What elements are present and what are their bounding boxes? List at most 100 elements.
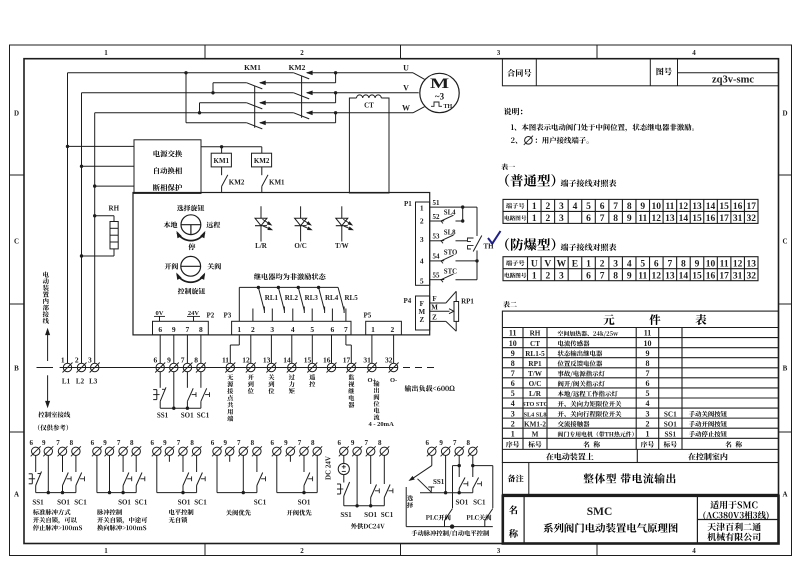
svg-text:7: 7	[667, 259, 672, 269]
svg-text:5: 5	[310, 325, 314, 334]
svg-text:3: 3	[270, 325, 274, 334]
svg-text:7: 7	[186, 325, 190, 334]
svg-text:SS1: SS1	[32, 499, 44, 507]
svg-text:31: 31	[363, 355, 371, 364]
svg-text:12: 12	[652, 214, 662, 224]
svg-text:8: 8	[70, 439, 74, 447]
svg-text:STO: STO	[444, 250, 457, 257]
svg-text:RL3: RL3	[305, 294, 319, 302]
svg-text:13: 13	[692, 202, 702, 212]
svg-text:9: 9	[627, 214, 632, 224]
svg-text:0V: 0V	[156, 310, 164, 317]
svg-text:5: 5	[586, 202, 591, 212]
svg-text:RP1: RP1	[461, 298, 474, 306]
svg-text:L3: L3	[89, 377, 98, 385]
svg-text:SS1: SS1	[157, 411, 169, 419]
svg-text:RL5: RL5	[344, 294, 358, 302]
svg-text:SC1: SC1	[664, 410, 677, 418]
svg-text:2: 2	[545, 202, 550, 212]
svg-text:1: 1	[371, 325, 375, 334]
svg-text:2: 2	[511, 419, 515, 428]
svg-text:KM2: KM2	[229, 179, 245, 187]
svg-text:1: 1	[511, 429, 515, 438]
svg-text:O/C: O/C	[529, 380, 542, 388]
svg-text:16: 16	[706, 271, 716, 281]
svg-text:O+: O+	[368, 377, 377, 384]
svg-text:9: 9	[42, 439, 46, 447]
svg-text:M: M	[418, 308, 425, 316]
svg-text:3: 3	[559, 202, 564, 212]
svg-text:9: 9	[351, 439, 355, 447]
svg-text:32: 32	[746, 271, 756, 281]
svg-text:9: 9	[511, 349, 515, 358]
svg-text:54: 54	[433, 253, 441, 261]
svg-text:RH: RH	[530, 330, 541, 338]
svg-text:7: 7	[646, 369, 650, 378]
svg-text:3: 3	[88, 355, 92, 364]
svg-text:6: 6	[151, 439, 155, 447]
svg-text:M: M	[532, 430, 539, 438]
svg-text:3: 3	[646, 409, 650, 418]
svg-text:9: 9	[646, 349, 650, 358]
svg-text:9: 9	[627, 271, 632, 281]
svg-text:9: 9	[284, 439, 288, 447]
svg-text:52: 52	[433, 213, 441, 221]
svg-text:15: 15	[719, 202, 729, 212]
svg-text:CT: CT	[364, 102, 374, 110]
svg-text:9: 9	[223, 439, 227, 447]
svg-text:12: 12	[733, 259, 743, 269]
svg-text:7: 7	[364, 439, 368, 447]
svg-text:11: 11	[509, 329, 517, 338]
svg-text:6: 6	[600, 202, 605, 212]
svg-text:14: 14	[706, 202, 716, 212]
svg-text:6: 6	[338, 439, 342, 447]
svg-text:7: 7	[600, 271, 605, 281]
svg-text:6: 6	[271, 439, 275, 447]
svg-text:STC: STC	[444, 268, 457, 275]
svg-text:2: 2	[251, 325, 255, 334]
svg-text:V: V	[403, 84, 409, 93]
svg-text:8: 8	[646, 359, 650, 368]
svg-text:5: 5	[646, 389, 650, 398]
svg-text:6: 6	[426, 439, 430, 447]
svg-text:6: 6	[586, 271, 591, 281]
svg-text:15: 15	[304, 355, 312, 364]
svg-text:1: 1	[104, 547, 108, 555]
svg-text:3: 3	[511, 409, 515, 418]
svg-text:SO1: SO1	[57, 499, 70, 507]
svg-text:5: 5	[640, 259, 645, 269]
svg-text:D: D	[14, 110, 19, 118]
svg-text:53: 53	[433, 233, 441, 241]
svg-text:TH: TH	[484, 243, 495, 251]
svg-text:1: 1	[104, 49, 108, 57]
svg-text:L/R: L/R	[529, 390, 542, 398]
svg-text:7: 7	[237, 439, 241, 447]
svg-text:E: E	[572, 259, 578, 269]
svg-text:P3: P3	[224, 311, 232, 319]
svg-text:8: 8	[511, 359, 515, 368]
svg-text:M: M	[431, 304, 438, 312]
svg-text:8: 8	[681, 259, 686, 269]
svg-text:V: V	[544, 259, 551, 269]
svg-text:8: 8	[199, 325, 203, 334]
svg-text:6: 6	[211, 439, 215, 447]
svg-text:11: 11	[644, 329, 652, 338]
svg-text:17: 17	[719, 271, 729, 281]
svg-text:STO STC: STO STC	[522, 401, 548, 408]
svg-text:11: 11	[222, 355, 229, 364]
svg-text:10: 10	[509, 339, 517, 348]
svg-text:14: 14	[679, 271, 689, 281]
svg-text:11: 11	[665, 202, 674, 212]
svg-text:15: 15	[692, 271, 702, 281]
svg-text:9: 9	[439, 439, 443, 447]
svg-text:2: 2	[300, 49, 304, 57]
svg-text:8: 8	[130, 439, 134, 447]
svg-text:O-: O-	[390, 377, 397, 384]
svg-text:55: 55	[433, 272, 441, 280]
svg-text:13: 13	[665, 271, 675, 281]
svg-text:3: 3	[497, 547, 501, 555]
svg-text:8: 8	[627, 202, 632, 212]
svg-text:TH: TH	[444, 104, 453, 110]
svg-text:SC1: SC1	[381, 511, 394, 519]
svg-text:U: U	[403, 64, 409, 73]
